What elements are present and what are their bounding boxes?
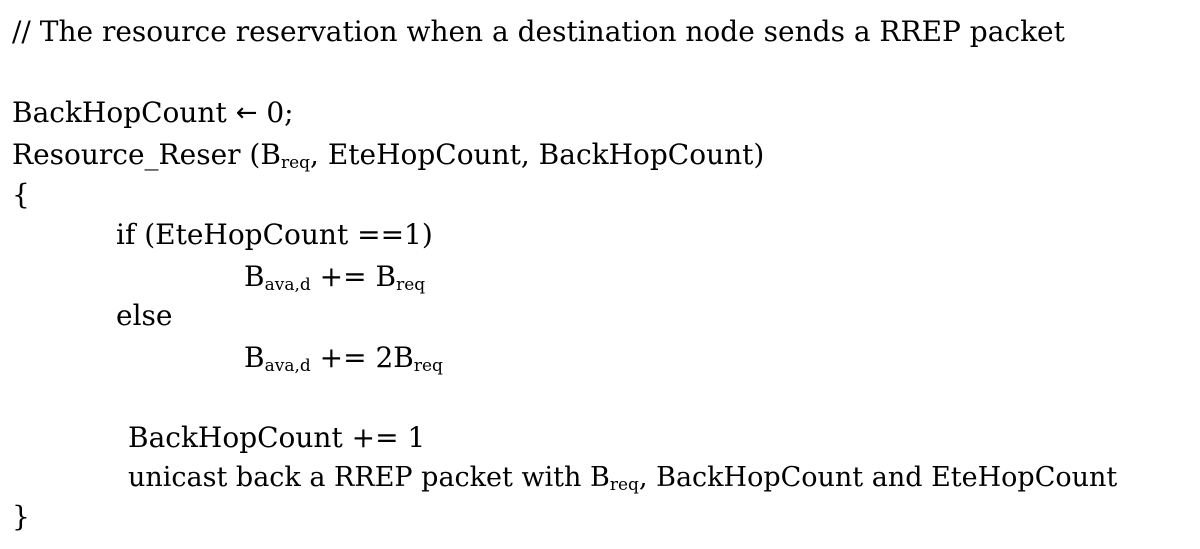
backhop-init-value: 0; bbox=[266, 96, 294, 129]
if-line: if (EteHopCount ==1) bbox=[116, 218, 433, 252]
else-statement: else bbox=[116, 299, 173, 332]
unicast-line: unicast back a RREP packet with Breq, Ba… bbox=[128, 461, 1117, 495]
if-statement: if (EteHopCount ==1) bbox=[116, 218, 433, 251]
assign2-subscript2: req bbox=[413, 356, 443, 376]
function-call-suffix: , EteHopCount, BackHopCount) bbox=[310, 138, 765, 171]
assign2-mid: += 2B bbox=[310, 341, 414, 374]
assign1-prefix: B bbox=[244, 260, 265, 293]
function-call-line: Resource_Reser (Breq, EteHopCount, BackH… bbox=[12, 138, 764, 172]
backhop-init-var: BackHopCount bbox=[12, 96, 227, 129]
assign1-subscript: ava,d bbox=[264, 275, 311, 295]
backhop-init-line: BackHopCount ← 0; bbox=[12, 96, 294, 130]
unicast-suffix: , BackHopCount and EteHopCount bbox=[638, 462, 1118, 493]
open-brace: { bbox=[12, 178, 30, 211]
increment-statement: BackHopCount += 1 bbox=[128, 421, 426, 454]
comment-line: // The resource reservation when a desti… bbox=[12, 15, 1065, 49]
assign2-subscript: ava,d bbox=[264, 356, 311, 376]
function-call-subscript: req bbox=[280, 153, 311, 173]
assign2-prefix: B bbox=[244, 341, 265, 374]
assign1-line: Bava,d += Breq bbox=[244, 260, 425, 294]
function-call-prefix: Resource_Reser (B bbox=[12, 138, 281, 171]
unicast-subscript: req bbox=[609, 475, 639, 495]
else-line: else bbox=[116, 299, 172, 333]
unicast-prefix: unicast back a RREP packet with B bbox=[128, 462, 610, 493]
open-brace-line: { bbox=[12, 178, 30, 212]
assign1-subscript2: req bbox=[396, 275, 426, 295]
assign2-line: Bava,d += 2Breq bbox=[244, 341, 443, 375]
close-brace-line: } bbox=[12, 500, 30, 534]
increment-line: BackHopCount += 1 bbox=[128, 421, 425, 455]
comment-text: // The resource reservation when a desti… bbox=[12, 15, 1065, 48]
left-arrow-icon: ← bbox=[235, 98, 258, 128]
close-brace: } bbox=[12, 500, 30, 533]
assign1-mid: += B bbox=[310, 260, 397, 293]
